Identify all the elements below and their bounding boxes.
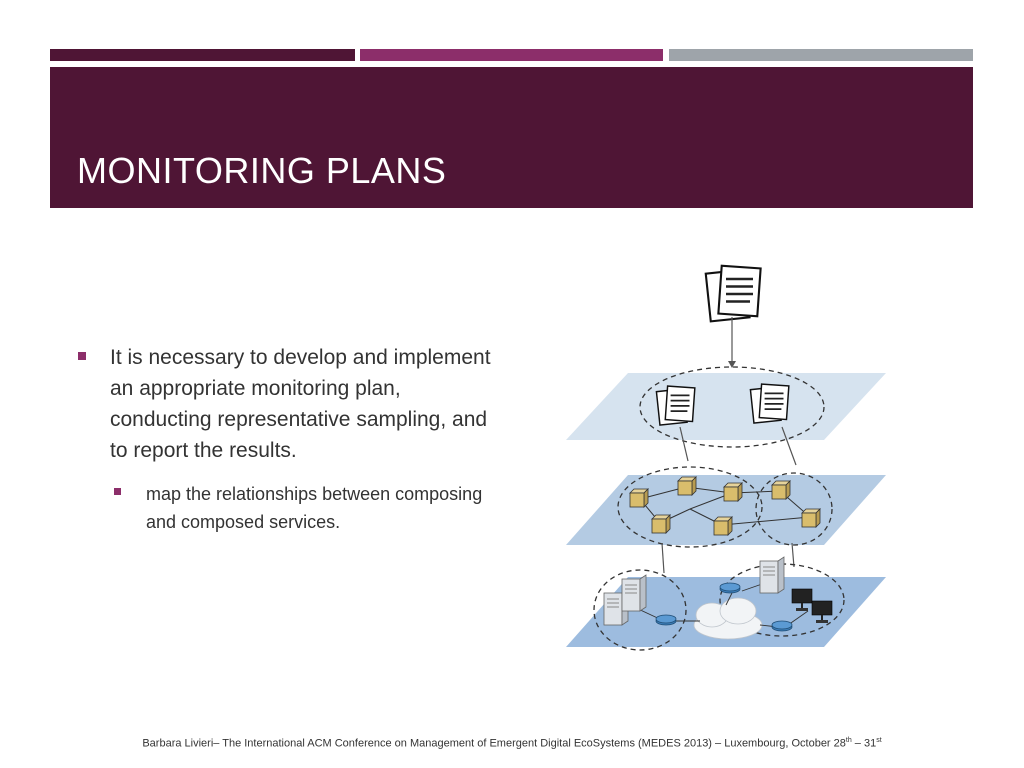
service-box-icon (713, 516, 733, 536)
top-accent-bar-2 (360, 49, 663, 61)
footer-sup-2: st (876, 737, 882, 744)
plane-top (566, 373, 886, 440)
slide-title: MONITORING PLANS (77, 150, 447, 191)
service-box-icon (801, 508, 821, 528)
service-box-icon (771, 480, 791, 500)
bullet-list: It is necessary to develop and implement… (78, 342, 498, 536)
footer-sup-1: th (845, 737, 852, 744)
document-icon (704, 264, 762, 323)
router-icon (655, 614, 677, 626)
slide-footer: Barbara Livieri– The International ACM C… (0, 737, 1024, 750)
server-icon (621, 574, 647, 612)
service-box-icon (651, 514, 671, 534)
bullet-item: It is necessary to develop and implement… (78, 342, 498, 466)
layered-services-diagram (566, 264, 886, 651)
sub-bullet-marker (114, 488, 121, 495)
bullet-marker (78, 352, 86, 360)
server-icon (759, 556, 785, 594)
document-icon (655, 385, 696, 426)
bullet-text: It is necessary to develop and implement… (110, 346, 491, 462)
service-box-icon (629, 488, 649, 508)
footer-mid: – 31 (851, 737, 877, 750)
sub-bullet-text: map the relationships between composing … (146, 484, 483, 532)
top-accent-bar-3 (669, 49, 973, 61)
top-accent-bar-1 (50, 49, 355, 61)
title-banner: MONITORING PLANS (50, 67, 973, 208)
footer-text: Barbara Livieri– The International ACM C… (142, 737, 846, 750)
service-box-icon (723, 482, 743, 502)
router-icon (719, 582, 741, 594)
router-icon (771, 620, 793, 632)
document-icon (749, 383, 790, 424)
service-box-icon (677, 476, 697, 496)
cloud-icon (693, 597, 763, 640)
sub-bullet-item: map the relationships between composing … (78, 480, 498, 536)
